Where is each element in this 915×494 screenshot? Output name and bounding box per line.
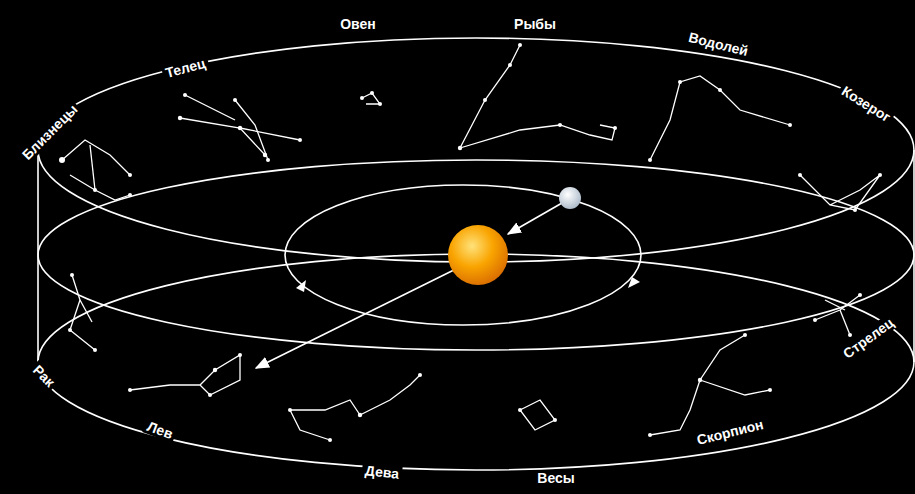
earth-orbit [285,185,641,325]
constellation-label: Весы [534,470,577,486]
band-side [37,150,39,362]
bottom-band [38,254,914,470]
constellation-stars [59,43,882,442]
constellation-label: Овен [337,16,379,32]
constellation-label: Козерог [836,81,896,127]
band-side [913,150,915,362]
constellation-label: Телец [160,54,209,82]
constellation-label: Близнецы [17,99,83,165]
constellation-label: Дева [361,462,403,482]
orbit-arrow [296,280,306,292]
constellation-lines [62,45,880,440]
earth [559,187,581,209]
sight-arrow [256,262,470,368]
constellation-label: Скорпион [692,415,768,448]
constellation-label: Водолей [684,28,753,60]
constellation-label: Стрелец [837,313,899,364]
constellation-label: Рыбы [511,16,559,32]
ecliptic-plane [38,160,914,350]
sight-arrow [508,203,562,234]
constellation-label: Лев [142,417,178,443]
constellation-label: Рак [28,360,60,392]
orbit-arrow [628,277,640,288]
sun [448,225,508,285]
